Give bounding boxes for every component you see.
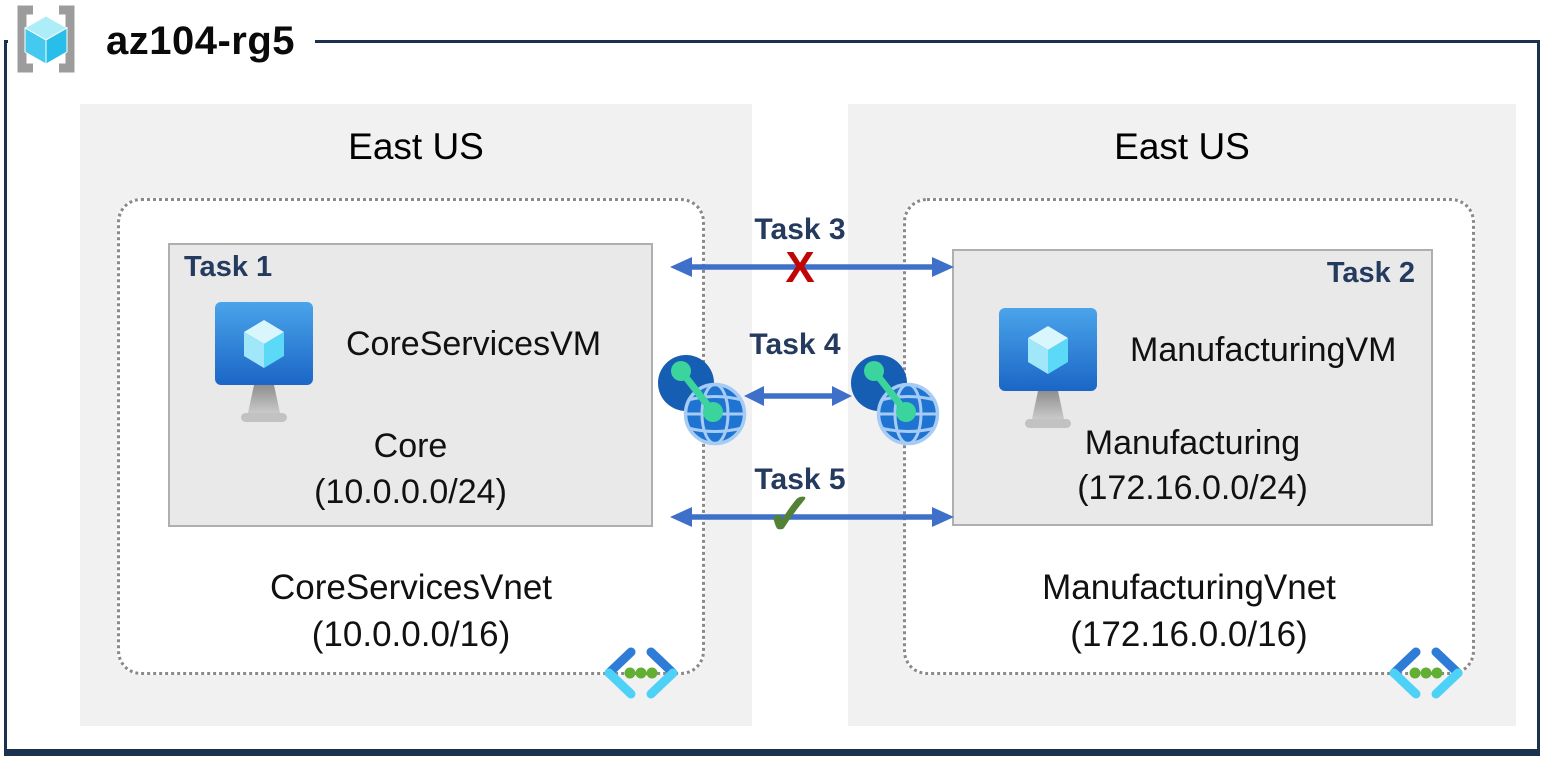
vnet-cidr-coreservices: (10.0.0.0/16) [311, 615, 511, 654]
virtual-network-icon [600, 644, 682, 707]
vm-row-coreservices: CoreServicesVM [214, 301, 635, 432]
virtual-machine-icon [214, 301, 314, 432]
subnet-box-core: Task 1 CoreServicesVM Core (10.0.0.0/24) [168, 243, 653, 527]
resource-group-icon [8, 4, 84, 79]
vm-row-manufacturing: ManufacturingVM [998, 307, 1415, 438]
vnet-caption-coreservices: CoreServicesVnet (10.0.0.0/16) [117, 564, 705, 658]
task1-label: Task 1 [184, 251, 273, 283]
subnet-caption-manufacturing: Manufacturing (172.16.0.0/24) [954, 421, 1431, 511]
resource-group-border [4, 40, 1540, 756]
task5-arrow [668, 502, 956, 537]
subnet-box-manufacturing: Task 2 ManufacturingVM Manufacturing (17… [952, 249, 1433, 526]
subnet-name-core: Core [373, 427, 448, 465]
vm-name-manufacturing: ManufacturingVM [1130, 330, 1397, 369]
subnet-caption-core: Core (10.0.0.0/24) [170, 423, 651, 515]
region-title-left: East US [348, 126, 484, 167]
vnet-caption-manufacturing: ManufacturingVnet (172.16.0.0/16) [903, 564, 1475, 658]
vnet-name-coreservices: CoreServicesVnet [269, 568, 553, 607]
task2-label: Task 2 [1326, 257, 1415, 289]
subnet-cidr-core: (10.0.0.0/24) [314, 473, 507, 511]
network-peering-icon [656, 352, 748, 453]
task4-arrow [742, 381, 854, 416]
subnet-cidr-manufacturing: (172.16.0.0/24) [1077, 469, 1308, 507]
task3-label: Task 3 [754, 213, 846, 246]
allowed-check-marker: ✓ [765, 482, 815, 547]
region-title-right: East US [1114, 126, 1250, 167]
vnet-cidr-manufacturing: (172.16.0.0/16) [1070, 615, 1308, 654]
network-peering-icon [849, 352, 941, 453]
resource-group-header: az104-rg5 [8, 4, 316, 85]
subnet-name-manufacturing: Manufacturing [1084, 424, 1301, 462]
blocked-x-marker: X [785, 243, 815, 292]
task4-label: Task 4 [749, 328, 841, 361]
task3-arrow [668, 252, 956, 287]
task5-label: Task 5 [754, 463, 846, 496]
vnet-name-manufacturing: ManufacturingVnet [1042, 568, 1336, 607]
vm-name-coreservices: CoreServicesVM [346, 324, 602, 363]
virtual-network-icon [1385, 644, 1467, 707]
virtual-machine-icon [998, 307, 1098, 438]
resource-group-name: az104-rg5 [106, 19, 296, 63]
